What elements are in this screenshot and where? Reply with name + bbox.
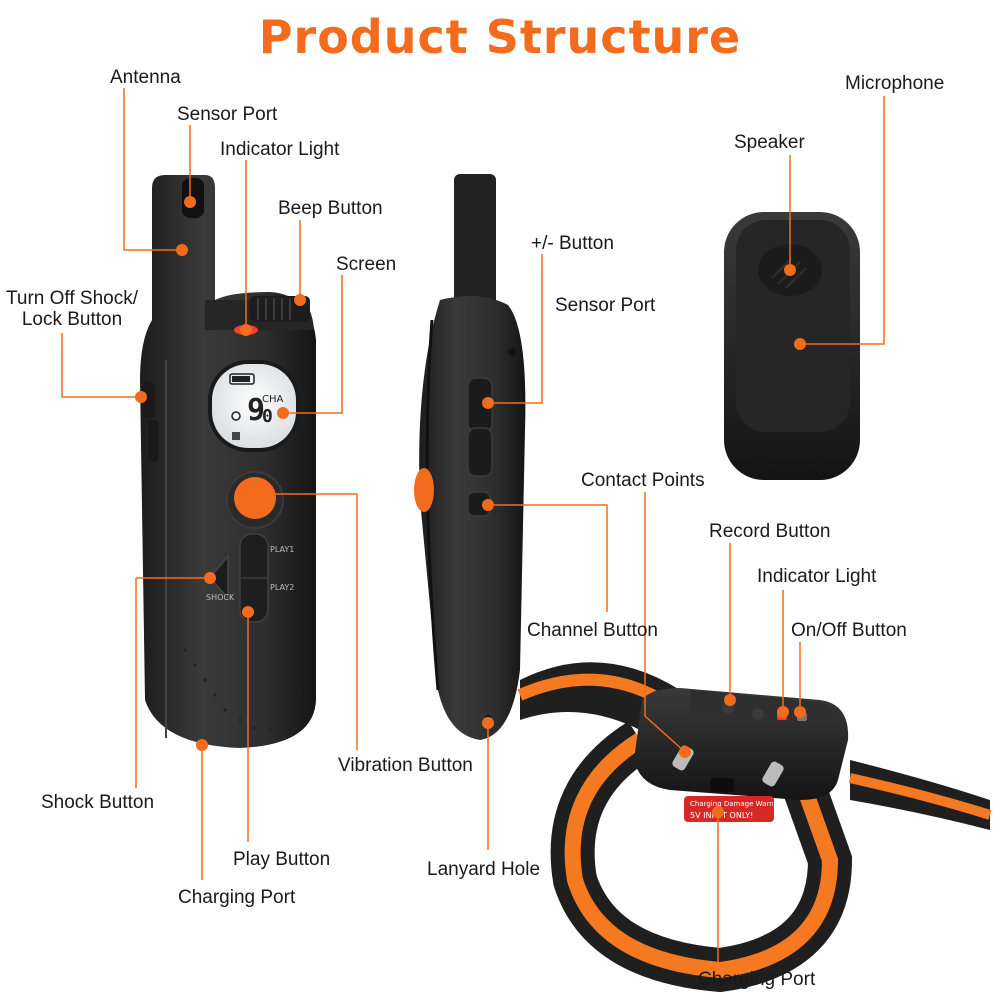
label-on-off-button: On/Off Button <box>791 620 907 641</box>
label-charging-port: Charging Port <box>178 887 296 908</box>
label-speaker: Speaker <box>734 132 805 153</box>
label-side-sensor-port: Sensor Port <box>555 295 656 316</box>
label-screen: Screen <box>336 254 397 275</box>
transmitter-front: 9 CHA 0 SHOCK PLAY1 PLAY2 <box>140 175 316 748</box>
shock-button-dot <box>204 572 216 584</box>
svg-text:9: 9 <box>247 393 265 428</box>
record-button-dot <box>724 694 736 706</box>
label-vibration-button: Vibration Button <box>338 755 473 776</box>
charging-port-dot <box>196 739 208 751</box>
play2-text: PLAY2 <box>270 583 294 592</box>
page-title: Product Structure <box>258 10 742 64</box>
collar-indicator-dot <box>777 706 789 718</box>
label-microphone: Microphone <box>845 73 945 94</box>
collar-charging-dot <box>712 806 724 818</box>
label-collar-indicator-light: Indicator Light <box>757 566 877 587</box>
indicator-light-dot <box>240 324 252 336</box>
microphone-dot <box>794 338 806 350</box>
lanyard-hole-dot <box>482 717 494 729</box>
label-indicator-light: Indicator Light <box>220 139 340 160</box>
channel-button-dot <box>482 499 494 511</box>
label-plus-minus-button: +/- Button <box>531 233 614 254</box>
receiver-unit <box>724 212 860 480</box>
sensor-port-dot <box>184 196 196 208</box>
callout-dots <box>135 196 806 818</box>
play-button-dot <box>242 606 254 618</box>
label-contact-points: Contact Points <box>581 470 705 491</box>
label-lanyard-hole: Lanyard Hole <box>427 859 541 880</box>
on-off-dot <box>794 706 806 718</box>
transmitter-side <box>414 174 526 740</box>
label-collar-charging-port: Charging Port <box>698 969 816 990</box>
antenna-dot <box>176 244 188 256</box>
play1-text: PLAY1 <box>270 545 294 554</box>
label-channel-button: Channel Button <box>527 620 658 641</box>
screen-dot <box>277 407 289 419</box>
label-record-button: Record Button <box>709 521 831 542</box>
label-turn-off-shock: Turn Off Shock/ Lock Button <box>6 288 138 330</box>
collar: Charging Damage Warning 5V INPUT ONLY! <box>517 662 992 993</box>
label-play-button: Play Button <box>233 849 331 870</box>
screen-channel-text: CHA <box>262 394 284 405</box>
label-beep-button: Beep Button <box>278 198 383 219</box>
svg-text:0: 0 <box>262 406 273 427</box>
beep-button-dot <box>294 294 306 306</box>
warning-text-1: Charging Damage Warning <box>690 800 784 808</box>
lock-button-dot <box>135 391 147 403</box>
leader-lines <box>61 88 885 962</box>
speaker-dot <box>784 264 796 276</box>
label-shock-button: Shock Button <box>41 792 155 813</box>
shock-text: SHOCK <box>206 593 235 602</box>
vibration-button[interactable] <box>234 477 276 519</box>
label-antenna: Antenna <box>110 67 181 88</box>
plus-minus-dot <box>482 397 494 409</box>
label-sensor-port: Sensor Port <box>177 104 278 125</box>
contact-points-dot <box>679 746 691 758</box>
